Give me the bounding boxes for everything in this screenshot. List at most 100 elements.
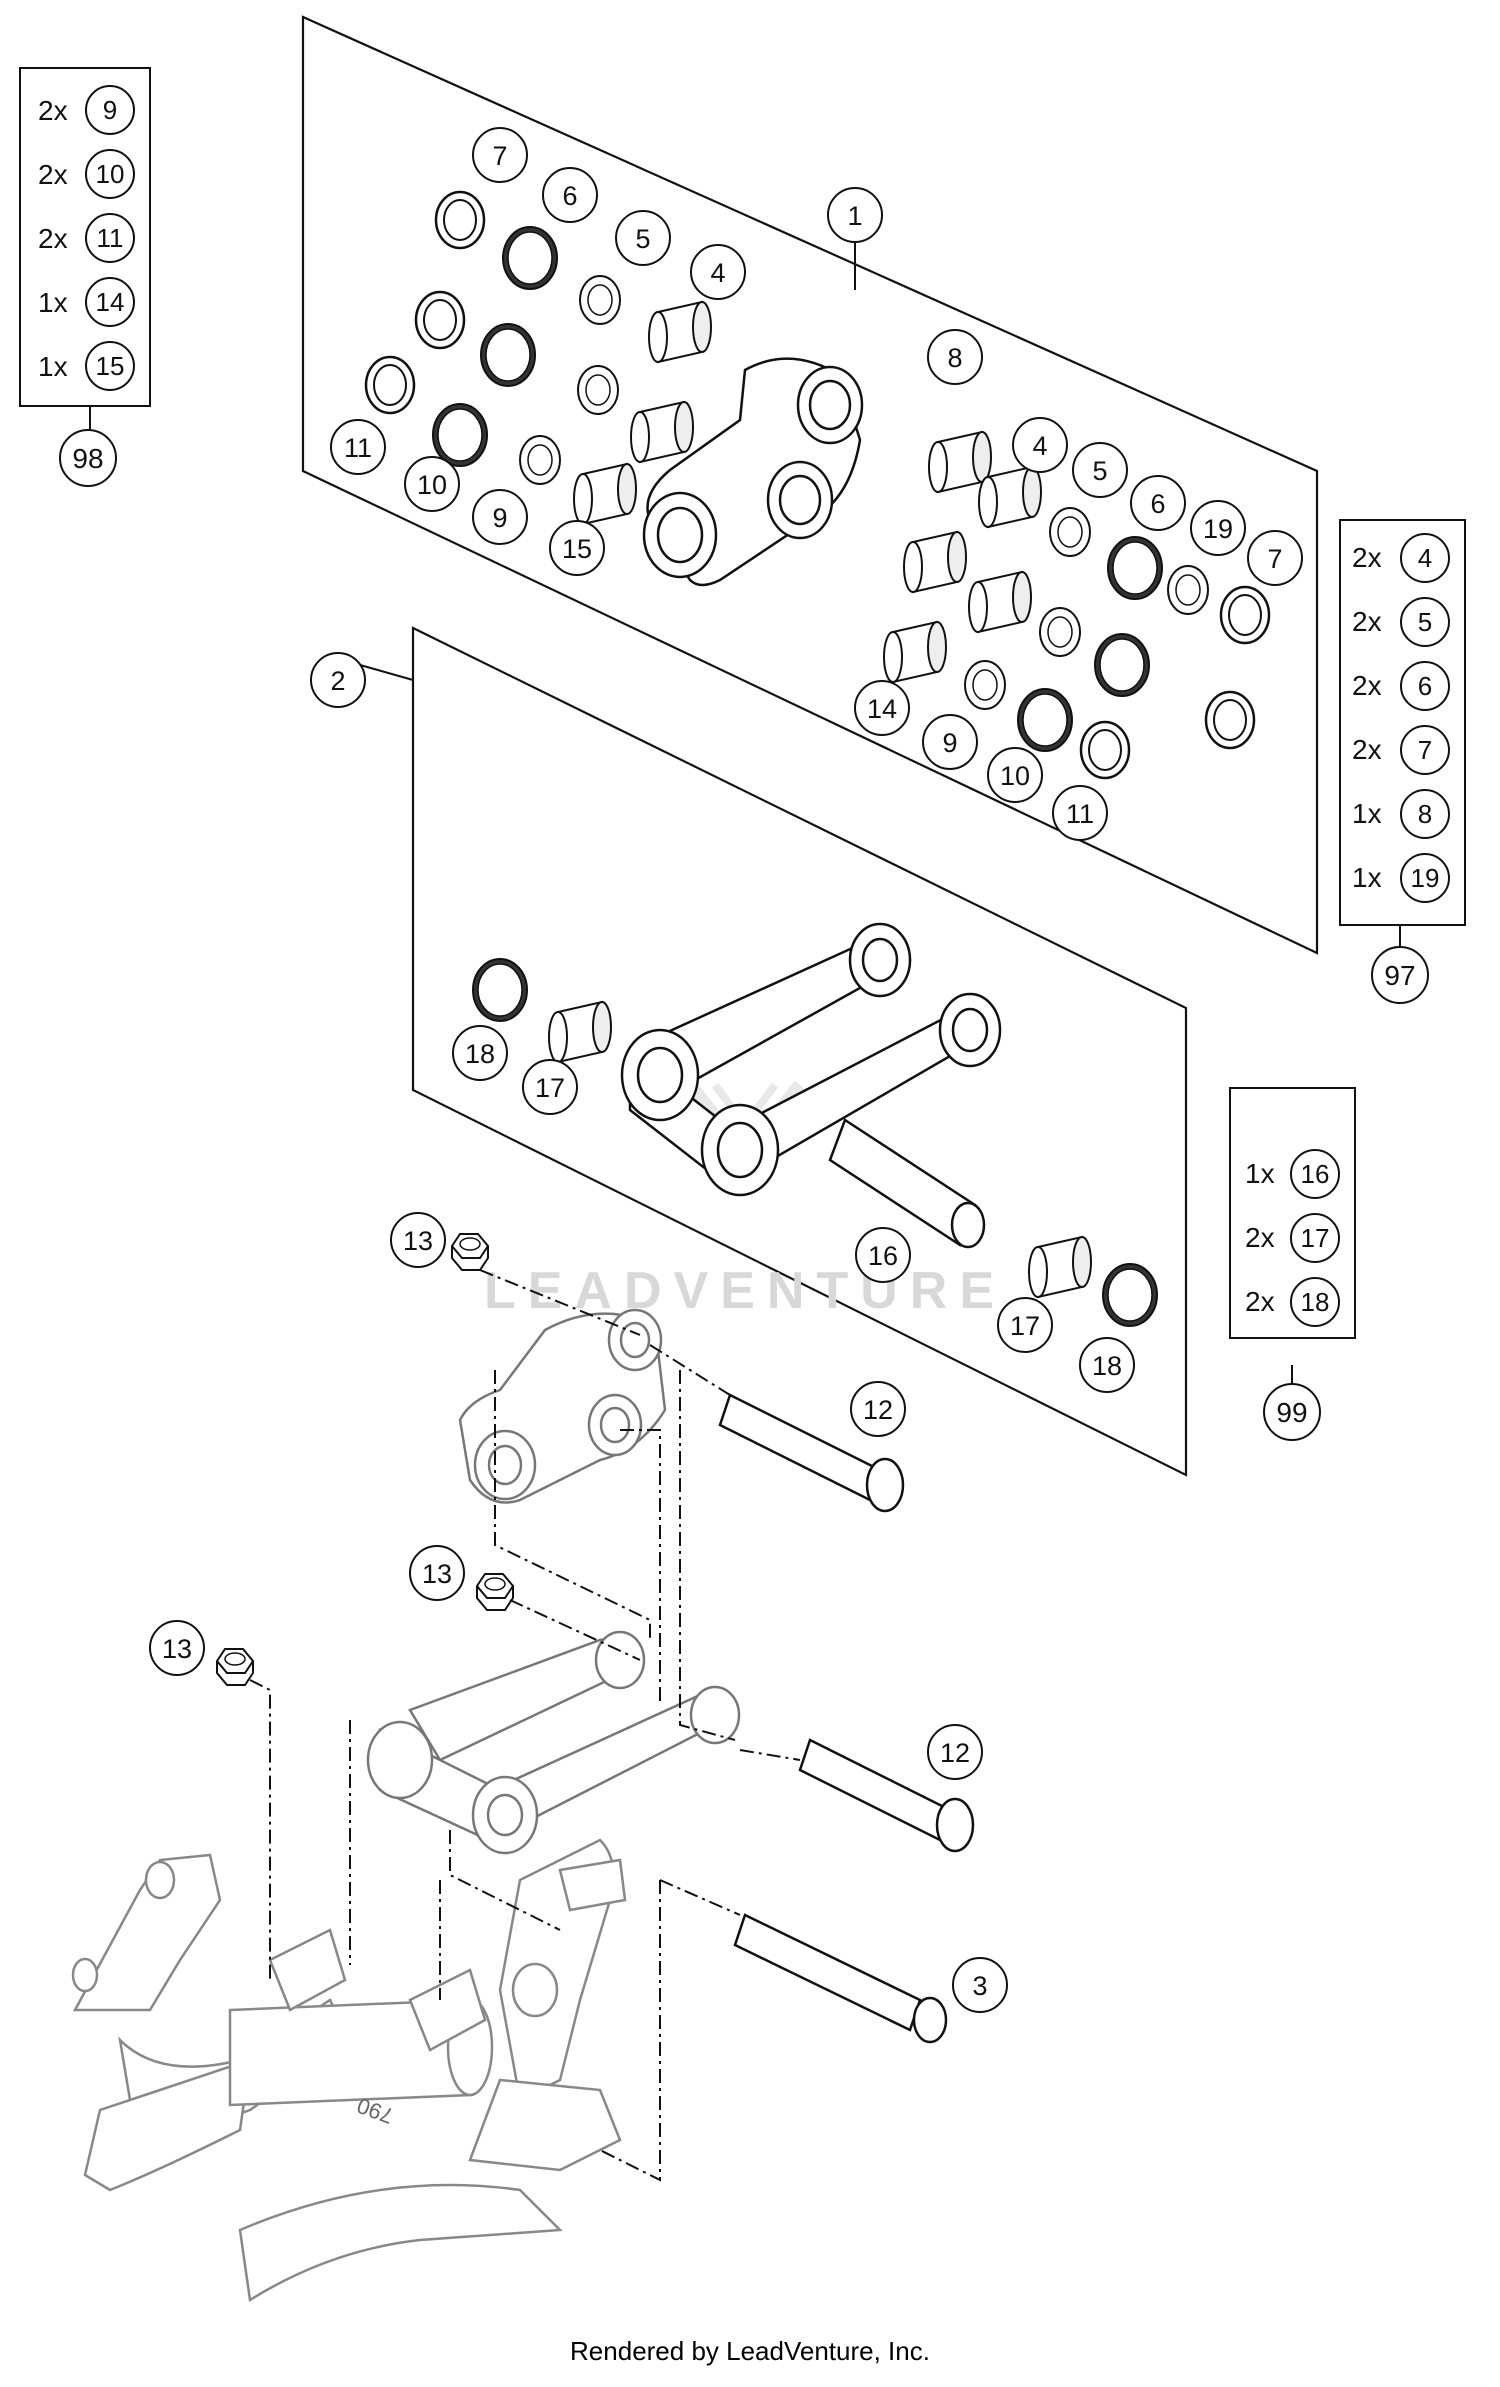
callout-12: 12 bbox=[863, 1395, 893, 1425]
callout-12b: 12 bbox=[940, 1738, 970, 1768]
svg-text:4: 4 bbox=[1418, 543, 1432, 573]
washer-5d bbox=[1039, 607, 1081, 657]
washer-5 bbox=[579, 275, 621, 325]
svg-text:17: 17 bbox=[1301, 1223, 1330, 1253]
seal-6 bbox=[502, 226, 558, 290]
washer-9 bbox=[519, 435, 561, 485]
bearing-7c bbox=[1219, 585, 1271, 645]
washer-9b bbox=[964, 660, 1006, 710]
seal-18b bbox=[1102, 1263, 1158, 1327]
pin-16 bbox=[828, 1118, 986, 1249]
callout-17: 17 bbox=[535, 1073, 565, 1103]
svg-text:2x: 2x bbox=[38, 159, 68, 190]
callout-16: 16 bbox=[868, 1241, 898, 1271]
bushing-4b bbox=[630, 401, 694, 463]
watermark-text: LEADVENTURE bbox=[484, 1262, 1006, 1320]
callout-4b: 4 bbox=[1032, 431, 1047, 461]
callout-6b: 6 bbox=[1150, 489, 1165, 519]
bushing-17b bbox=[1028, 1236, 1092, 1298]
callout-9: 9 bbox=[492, 503, 507, 533]
nut-13b bbox=[476, 1573, 514, 1611]
callout-1: 1 bbox=[847, 201, 862, 231]
bearing-11 bbox=[364, 355, 416, 415]
callout-5b: 5 bbox=[1092, 456, 1107, 486]
svg-text:16: 16 bbox=[1301, 1159, 1330, 1189]
callout-10: 10 bbox=[417, 470, 447, 500]
kit-label-97: 97 bbox=[1384, 960, 1415, 991]
svg-text:8: 8 bbox=[1418, 799, 1432, 829]
bolt-12b bbox=[798, 1738, 975, 1853]
nut-13c bbox=[216, 1648, 254, 1686]
callout-9b: 9 bbox=[942, 728, 957, 758]
kit-1-panel bbox=[301, 15, 1319, 955]
svg-text:1x: 1x bbox=[1352, 862, 1382, 893]
bearing-7b bbox=[414, 290, 466, 350]
sleeve-8b bbox=[903, 531, 967, 593]
callout-5: 5 bbox=[635, 224, 650, 254]
callout-11: 11 bbox=[344, 433, 372, 463]
seal-6b bbox=[480, 323, 536, 387]
bearing-7 bbox=[434, 190, 486, 250]
svg-text:1x: 1x bbox=[38, 351, 68, 382]
svg-text:11: 11 bbox=[97, 223, 124, 253]
bushing-15 bbox=[573, 463, 637, 525]
connecting-rods bbox=[620, 922, 1002, 1197]
callout-4: 4 bbox=[710, 258, 725, 288]
callout-7: 7 bbox=[492, 141, 507, 171]
washer-5b bbox=[577, 365, 619, 415]
sleeve-14 bbox=[883, 621, 947, 683]
assembly-lines bbox=[249, 1269, 801, 2182]
svg-text:2x: 2x bbox=[1245, 1286, 1275, 1317]
bushing-4c bbox=[978, 466, 1042, 528]
callout-13: 13 bbox=[403, 1226, 433, 1256]
callout-17b: 17 bbox=[1010, 1311, 1040, 1341]
kit-box-99: 1x 2x 2x 16 17 18 99 bbox=[1229, 1087, 1356, 1441]
svg-text:2x: 2x bbox=[38, 95, 68, 126]
kit-label-99: 99 bbox=[1276, 1397, 1307, 1428]
svg-text:19: 19 bbox=[1411, 863, 1440, 893]
svg-text:18: 18 bbox=[1301, 1287, 1330, 1317]
kit-box-97: 2x 2x 2x 2x 1x 1x 4 5 6 7 8 19 97 bbox=[1339, 519, 1466, 1004]
bushing-4d bbox=[968, 571, 1032, 633]
svg-text:2x: 2x bbox=[1352, 734, 1382, 765]
callout-19: 19 bbox=[1203, 514, 1233, 544]
seal-18 bbox=[472, 958, 528, 1022]
svg-text:2x: 2x bbox=[1245, 1222, 1275, 1253]
svg-text:5: 5 bbox=[1418, 607, 1432, 637]
svg-text:7: 7 bbox=[1418, 735, 1432, 765]
bolt-12 bbox=[718, 1393, 905, 1513]
svg-text:2x: 2x bbox=[1352, 670, 1382, 701]
callout-10b: 10 bbox=[1000, 761, 1030, 791]
callout-18b: 18 bbox=[1092, 1351, 1122, 1381]
svg-text:9: 9 bbox=[103, 95, 117, 125]
footer-credit: Rendered by LeadVenture, Inc. bbox=[570, 2336, 930, 2366]
callout-8: 8 bbox=[947, 343, 962, 373]
seal-6d bbox=[1094, 633, 1150, 697]
kit-2-panel bbox=[411, 626, 1188, 1477]
seal-10 bbox=[432, 403, 488, 467]
callout-18: 18 bbox=[465, 1039, 495, 1069]
washer-5c bbox=[1049, 507, 1091, 557]
svg-text:1x: 1x bbox=[38, 287, 68, 318]
callout-6: 6 bbox=[562, 181, 577, 211]
seal-10b bbox=[1017, 688, 1073, 752]
frame-swingarm bbox=[71, 1838, 627, 2303]
bushing-17 bbox=[548, 1001, 612, 1063]
kit-label-98: 98 bbox=[72, 443, 103, 474]
svg-text:2x: 2x bbox=[1352, 606, 1382, 637]
bearing-11b bbox=[1079, 720, 1131, 780]
svg-text:2x: 2x bbox=[1352, 542, 1382, 573]
nut-13 bbox=[451, 1233, 489, 1271]
callout-2: 2 bbox=[330, 666, 345, 696]
callout-13b: 13 bbox=[422, 1559, 452, 1589]
washer-19 bbox=[1167, 565, 1209, 615]
callout-7b: 7 bbox=[1267, 544, 1282, 574]
svg-text:6: 6 bbox=[1418, 671, 1432, 701]
svg-text:1x: 1x bbox=[1352, 798, 1382, 829]
svg-text:14: 14 bbox=[96, 287, 125, 317]
callout-11b: 11 bbox=[1066, 799, 1094, 829]
bearing-7d bbox=[1204, 690, 1256, 750]
leader-lines bbox=[89, 240, 1401, 1385]
svg-text:2x: 2x bbox=[38, 223, 68, 254]
callout-13c: 13 bbox=[162, 1634, 192, 1664]
